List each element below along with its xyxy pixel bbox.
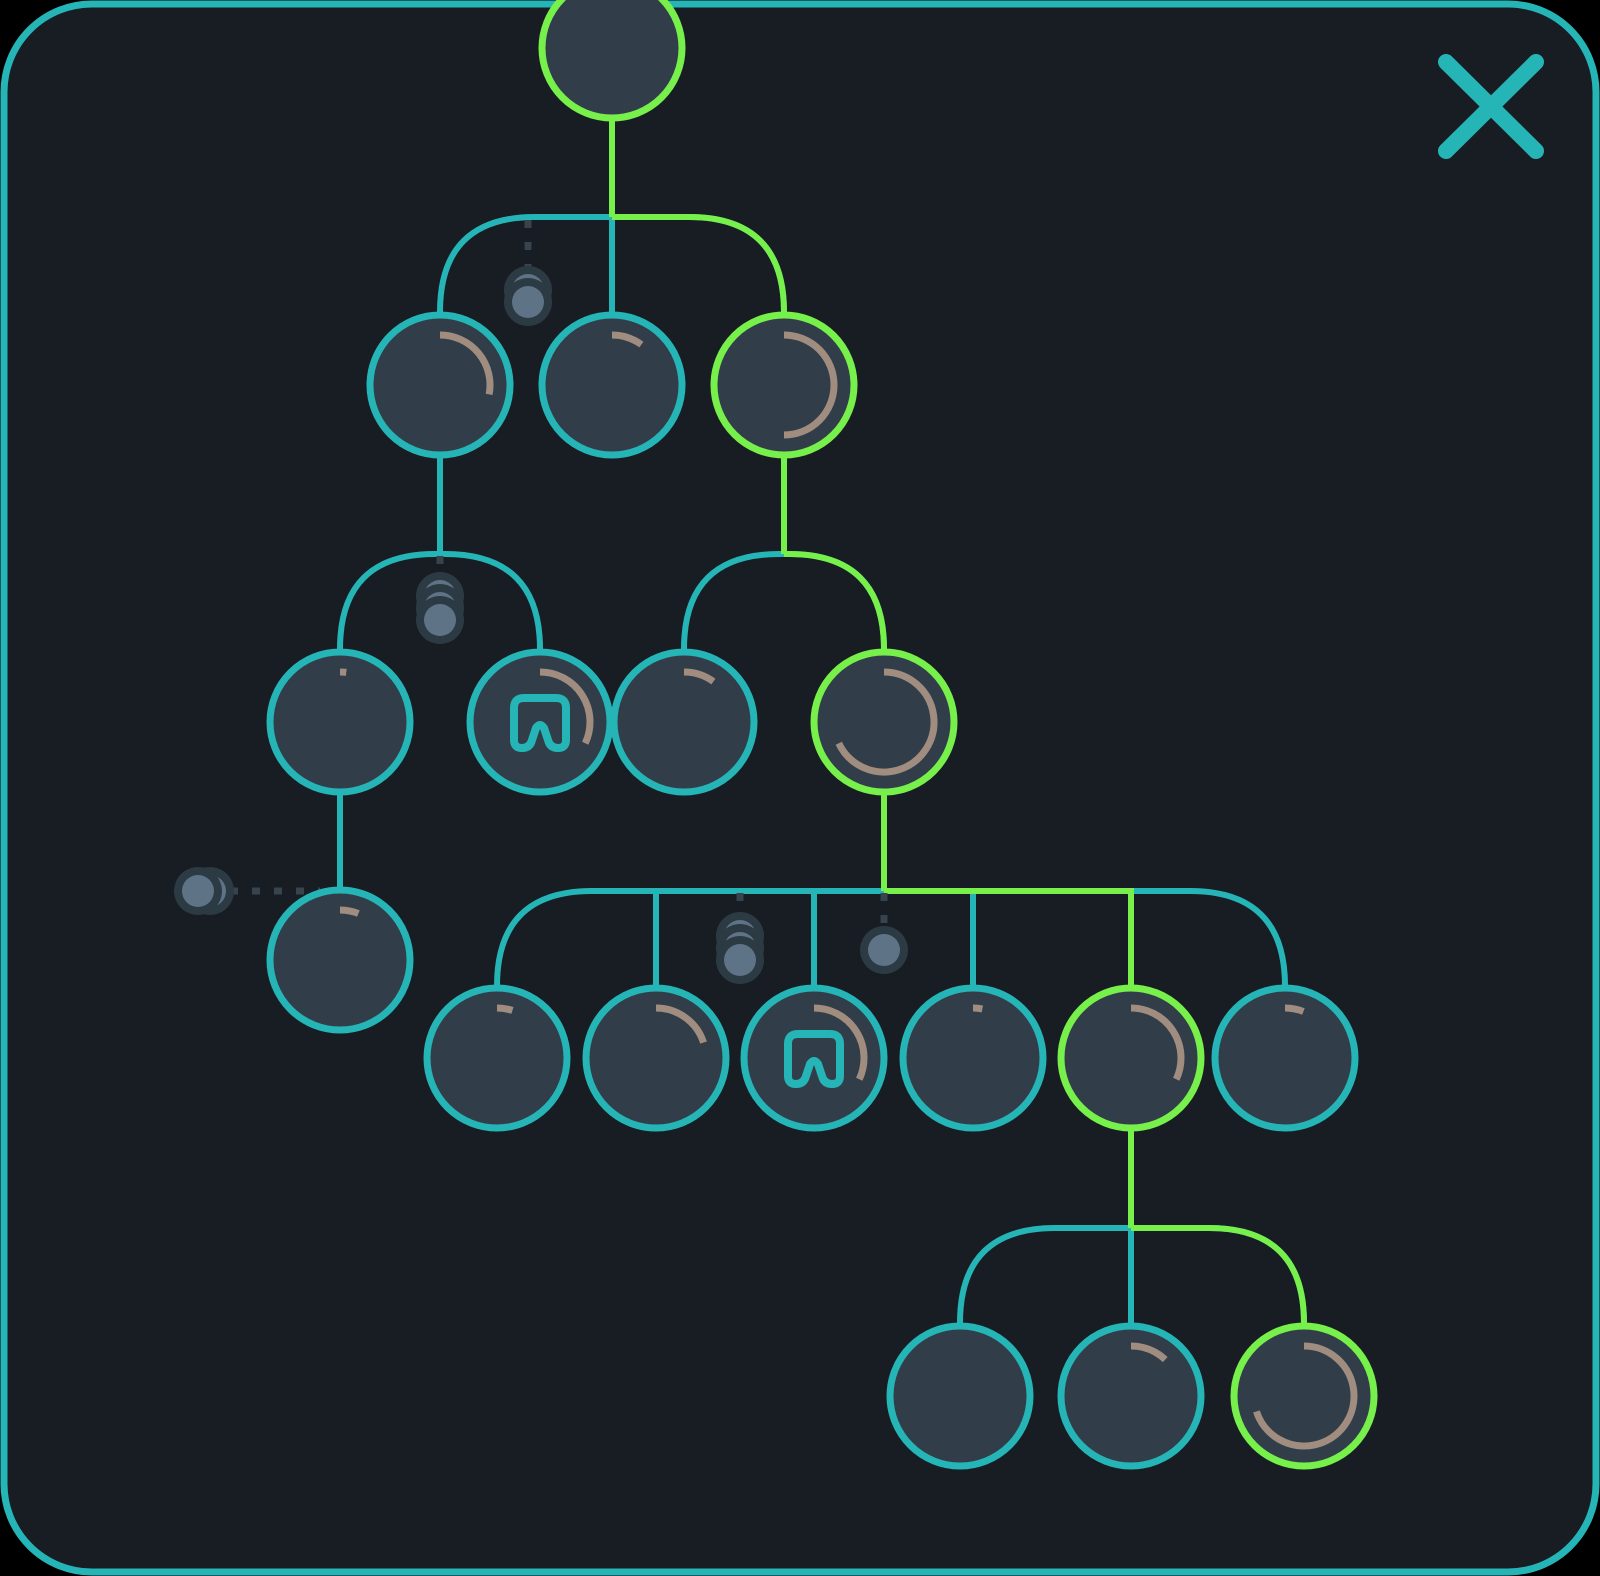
nodes-layer <box>266 0 1378 1470</box>
node-progress-arc <box>439 331 494 396</box>
marker-2 <box>416 556 464 644</box>
node-progress-arc <box>655 1004 707 1044</box>
marker-5 <box>860 893 908 974</box>
marker-dot <box>182 875 214 907</box>
node-circle <box>266 886 414 1034</box>
node-progress-arc <box>1130 1004 1185 1081</box>
skill-node-root[interactable] <box>538 0 686 122</box>
node-circle <box>1057 1322 1205 1470</box>
skill-node-n5b[interactable] <box>1057 1322 1205 1470</box>
edge-active-path <box>884 888 1134 990</box>
edge-active-path <box>612 214 787 317</box>
node-progress-arc <box>1284 1004 1305 1015</box>
node-circle <box>610 648 758 796</box>
skill-node-n1c[interactable] <box>710 311 858 459</box>
node-progress-arc <box>783 331 838 439</box>
node-progress-arc <box>835 668 938 776</box>
node-progress-arc <box>972 1004 984 1013</box>
close-button[interactable] <box>1420 46 1544 166</box>
skill-node-n4d[interactable] <box>899 984 1047 1132</box>
skill-node-n1b[interactable] <box>538 311 686 459</box>
skill-node-n4c[interactable] <box>740 984 888 1132</box>
skill-node-n5a[interactable] <box>886 1322 1034 1470</box>
skill-node-n2b[interactable] <box>466 648 614 796</box>
marker-1 <box>504 220 552 326</box>
skill-node-n2a[interactable] <box>266 648 414 796</box>
node-circle <box>899 984 1047 1132</box>
edge-active-path <box>1131 1225 1307 1328</box>
marker-dot <box>512 286 544 318</box>
node-circle <box>886 1322 1034 1470</box>
edge-group-n4e <box>957 1128 1307 1328</box>
node-progress-arc <box>683 668 716 685</box>
edge-group-n1c <box>681 455 887 654</box>
node-circle <box>538 0 686 122</box>
edges-layer <box>337 118 1307 1328</box>
node-progress-arc <box>813 1004 868 1081</box>
marker-dot <box>868 934 900 966</box>
node-circle <box>1211 984 1359 1132</box>
node-circle <box>266 648 414 796</box>
node-progress-arc <box>496 1004 514 1014</box>
skill-node-n2c[interactable] <box>610 648 758 796</box>
close-icon <box>1438 54 1544 159</box>
markers-layer <box>174 220 908 984</box>
skill-node-n2d[interactable] <box>810 648 958 796</box>
node-progress-arc <box>1130 1342 1168 1363</box>
skill-node-n3a[interactable] <box>266 886 414 1034</box>
edge-group-n1a <box>337 455 543 654</box>
node-progress-arc <box>611 331 644 348</box>
marker-3 <box>174 867 320 915</box>
marker-dot <box>724 944 756 976</box>
skill-node-n4e[interactable] <box>1057 984 1205 1132</box>
marker-dot <box>424 604 456 636</box>
tooth-icon <box>510 694 570 752</box>
skill-node-n5c[interactable] <box>1230 1322 1378 1470</box>
edge-group-n2d <box>494 792 1288 990</box>
skill-node-n1a[interactable] <box>366 311 514 459</box>
node-progress-arc <box>339 906 360 917</box>
skill-node-n4b[interactable] <box>582 984 730 1132</box>
marker-4 <box>716 893 764 984</box>
node-progress-arc <box>1253 1342 1358 1450</box>
node-circle <box>423 984 571 1132</box>
skill-node-n4a[interactable] <box>423 984 571 1132</box>
skill-node-n4f[interactable] <box>1211 984 1359 1132</box>
edge-group-root <box>437 118 787 317</box>
node-progress-arc <box>539 668 594 745</box>
tooth-icon <box>784 1030 844 1088</box>
node-circle <box>538 311 686 459</box>
edge-active-path <box>784 551 887 654</box>
